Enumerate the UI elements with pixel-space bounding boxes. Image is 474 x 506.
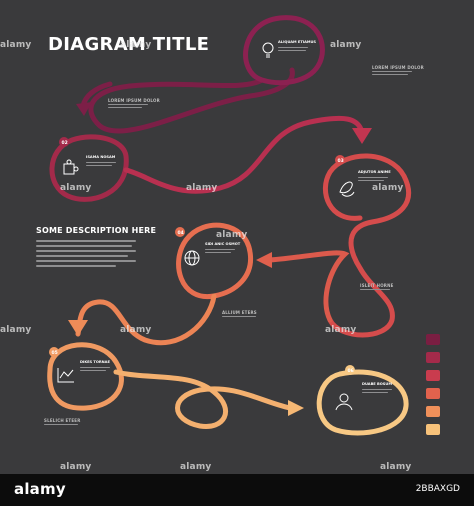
color-swatch-6 — [426, 424, 440, 435]
connector-1 — [88, 67, 295, 134]
connector-2 — [123, 115, 365, 194]
description-title: SOME DESCRIPTION HERE — [36, 226, 157, 235]
node-ring-3 — [323, 153, 412, 338]
color-swatch-1 — [426, 334, 440, 345]
node-text-line — [80, 367, 110, 368]
color-swatch-4 — [426, 388, 440, 399]
watermark: alamy — [60, 183, 92, 193]
node-badge-2 — [59, 137, 69, 147]
node-number-2: 02 — [62, 140, 68, 146]
watermark: alamy — [372, 183, 404, 193]
node-badge-3 — [335, 155, 345, 165]
node-text-line — [86, 165, 112, 166]
node-ring-6 — [316, 369, 409, 436]
label-line — [44, 424, 78, 425]
arrowhead-2 — [352, 128, 372, 144]
description-line — [36, 265, 116, 267]
description-line — [36, 245, 132, 247]
node-title-5: DIKES TORNAE — [80, 360, 110, 364]
watermark: alamy — [380, 462, 412, 472]
watermark: alamy — [325, 325, 357, 335]
watermark: alamy — [0, 40, 32, 50]
connector-5 — [113, 369, 293, 429]
watermark: alamy — [0, 325, 32, 335]
node-title-2: ISAMA NOSAM — [86, 155, 116, 159]
color-swatch-2 — [426, 352, 440, 363]
label-line — [360, 289, 390, 290]
watermark: alamy — [330, 40, 362, 50]
footer-brand: alamy — [14, 480, 66, 498]
watermark: alamy — [216, 230, 248, 240]
label-line — [222, 316, 256, 317]
globe-icon — [184, 250, 200, 266]
side-label-line — [372, 74, 408, 75]
watermark: alamy — [180, 462, 212, 472]
node-number-5: 05 — [52, 350, 58, 356]
node-text-line — [86, 162, 116, 163]
label-3: ALLIUM ETERS — [222, 310, 257, 315]
watermark: alamy — [186, 183, 218, 193]
node-title-3: ADJUTOR ANIME — [358, 170, 391, 174]
node-ring-5 — [47, 342, 124, 411]
person-icon — [335, 393, 353, 411]
label-line — [108, 104, 148, 105]
node-ring-1 — [243, 15, 325, 86]
node-number-3: 03 — [338, 158, 344, 164]
node-text-line — [205, 252, 231, 253]
watermark: alamy — [60, 462, 92, 472]
page-title: DIAGRAM TITLE — [48, 34, 210, 55]
side-label-line — [372, 71, 412, 72]
label-1: LOREM IPSUM DOLOR — [108, 98, 160, 103]
node-ring-4 — [176, 222, 254, 300]
watermark: alamy — [120, 325, 152, 335]
node-title-1: ALIQUAM ETIAMUS — [278, 40, 316, 44]
puzzle-icon — [63, 159, 79, 175]
node-text-line — [362, 389, 392, 390]
leaves-icon — [339, 181, 355, 197]
node-title-4: SIDI ANIC OSMOT — [205, 242, 241, 246]
arrowhead-1 — [76, 102, 92, 116]
arrowhead-5 — [288, 400, 304, 416]
node-text-line — [205, 249, 235, 250]
node-text-line — [362, 392, 388, 393]
description-line — [36, 260, 136, 262]
node-title-6: DUABE BOSUM — [362, 382, 392, 386]
connector-3 — [267, 250, 350, 323]
lightbulb-icon — [262, 42, 274, 58]
arrowhead-4 — [68, 320, 88, 336]
label-4: SLELICH ETEER — [44, 418, 81, 423]
description-line — [36, 240, 136, 242]
label-line — [108, 107, 142, 108]
description-line — [36, 250, 136, 252]
arrowhead-3 — [256, 252, 272, 268]
chart-icon — [57, 368, 74, 383]
color-swatch-3 — [426, 370, 440, 381]
node-text-line — [358, 180, 384, 181]
node-badge-4 — [175, 227, 185, 237]
label-2: ISLEIT HORNE — [360, 283, 394, 288]
description-line — [36, 255, 128, 257]
node-ring-2 — [49, 134, 129, 202]
color-swatch-5 — [426, 406, 440, 417]
node-text-line — [278, 50, 306, 51]
side-label: LOREM IPSUM DOLOR — [372, 65, 424, 70]
node-number-4: 04 — [178, 230, 184, 236]
node-badge-6 — [345, 365, 355, 375]
footer-image-id: 2BBAXGD — [415, 484, 460, 494]
node-text-line — [278, 47, 308, 48]
footer-bar — [0, 474, 474, 506]
node-number-6: 06 — [348, 368, 354, 374]
node-text-line — [80, 370, 106, 371]
watermark: alamy — [120, 40, 152, 50]
connector-4 — [75, 293, 217, 346]
node-badge-5 — [49, 347, 59, 357]
node-text-line — [358, 177, 388, 178]
